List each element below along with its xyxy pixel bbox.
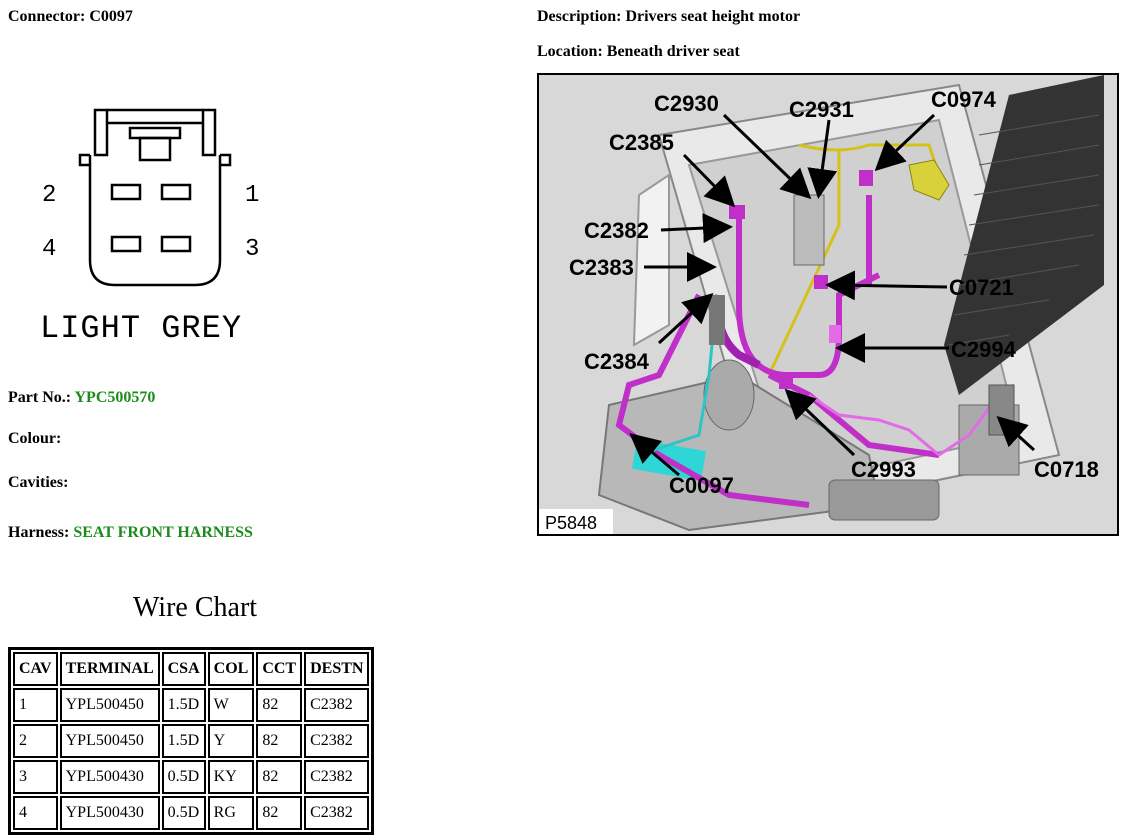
table-cell: 4	[13, 796, 58, 830]
part-number: Part No.: YPC500570	[8, 389, 156, 406]
table-cell: W	[207, 688, 255, 722]
wire-chart-table: CAV TERMINAL CSA COL CCT DESTN 1 YPL5004…	[8, 647, 375, 835]
column-header: TERMINAL	[59, 652, 160, 686]
table-cell: 0.5D	[161, 796, 206, 830]
table-cell: C2382	[304, 688, 370, 722]
photo-reference: P5848	[545, 513, 597, 533]
table-row: 3 YPL500430 0.5D KY 82 C2382	[13, 760, 370, 794]
cavities-line: Cavities:	[8, 474, 69, 491]
table-cell: KY	[207, 760, 255, 794]
table-cell: 82	[256, 724, 303, 758]
table-cell: C2382	[304, 760, 370, 794]
seat-frame-illustration: C2930 C2931 C0974 C2385 C2382 C2383 C072…	[539, 75, 1117, 534]
callout-c0718: C0718	[1034, 457, 1099, 482]
colour-line: Colour:	[8, 430, 62, 447]
table-cell: 82	[256, 796, 303, 830]
callout-c2383: C2383	[569, 255, 634, 280]
table-cell: 2	[13, 724, 58, 758]
pin-label-2: 2	[42, 182, 56, 209]
table-cell: C2382	[304, 724, 370, 758]
column-header: CAV	[13, 652, 58, 686]
table-cell: 3	[13, 760, 58, 794]
location-photo: C2930 C2931 C0974 C2385 C2382 C2383 C072…	[537, 73, 1119, 536]
table-cell: RG	[207, 796, 255, 830]
table-cell: YPL500430	[59, 760, 160, 794]
table-row: 1 YPL500450 1.5D W 82 C2382	[13, 688, 370, 722]
column-header: COL	[207, 652, 255, 686]
pin-label-4: 4	[42, 236, 56, 263]
table-cell: YPL500450	[59, 688, 160, 722]
callout-c2994: C2994	[951, 337, 1017, 362]
table-cell: 1.5D	[161, 688, 206, 722]
callout-c0097: C0097	[669, 473, 734, 498]
table-cell: 1.5D	[161, 724, 206, 758]
table-row: 4 YPL500430 0.5D RG 82 C2382	[13, 796, 370, 830]
connector-heading: Connector: C0097	[8, 8, 133, 25]
callout-c2931: C2931	[789, 97, 854, 122]
table-cell: 82	[256, 688, 303, 722]
pin-label-3: 3	[245, 236, 259, 263]
callout-c0721: C0721	[949, 275, 1014, 300]
table-row: 2 YPL500450 1.5D Y 82 C2382	[13, 724, 370, 758]
column-header: CCT	[256, 652, 303, 686]
callout-c2385: C2385	[609, 130, 674, 155]
table-cell: 1	[13, 688, 58, 722]
location-heading: Location: Beneath driver seat	[537, 43, 740, 60]
connector-face-diagram: 2 1 4 3 LIGHT GREY	[40, 108, 259, 347]
callout-c2993: C2993	[851, 457, 916, 482]
column-header: DESTN	[304, 652, 370, 686]
column-header: CSA	[161, 652, 206, 686]
table-cell: YPL500430	[59, 796, 160, 830]
pin-label-1: 1	[245, 182, 259, 209]
table-cell: Y	[207, 724, 255, 758]
callout-c0974: C0974	[931, 87, 997, 112]
table-cell: 82	[256, 760, 303, 794]
table-cell: C2382	[304, 796, 370, 830]
table-cell: YPL500450	[59, 724, 160, 758]
callout-c2384: C2384	[584, 349, 650, 374]
description-heading: Description: Drivers seat height motor	[537, 8, 801, 25]
wire-chart-title: Wire Chart	[133, 592, 258, 623]
callout-c2930: C2930	[654, 91, 719, 116]
connector-colour-text: LIGHT GREY	[40, 310, 242, 347]
table-header-row: CAV TERMINAL CSA COL CCT DESTN	[13, 652, 370, 686]
harness-line: Harness: SEAT FRONT HARNESS	[8, 524, 253, 541]
callout-c2382: C2382	[584, 218, 649, 243]
table-cell: 0.5D	[161, 760, 206, 794]
